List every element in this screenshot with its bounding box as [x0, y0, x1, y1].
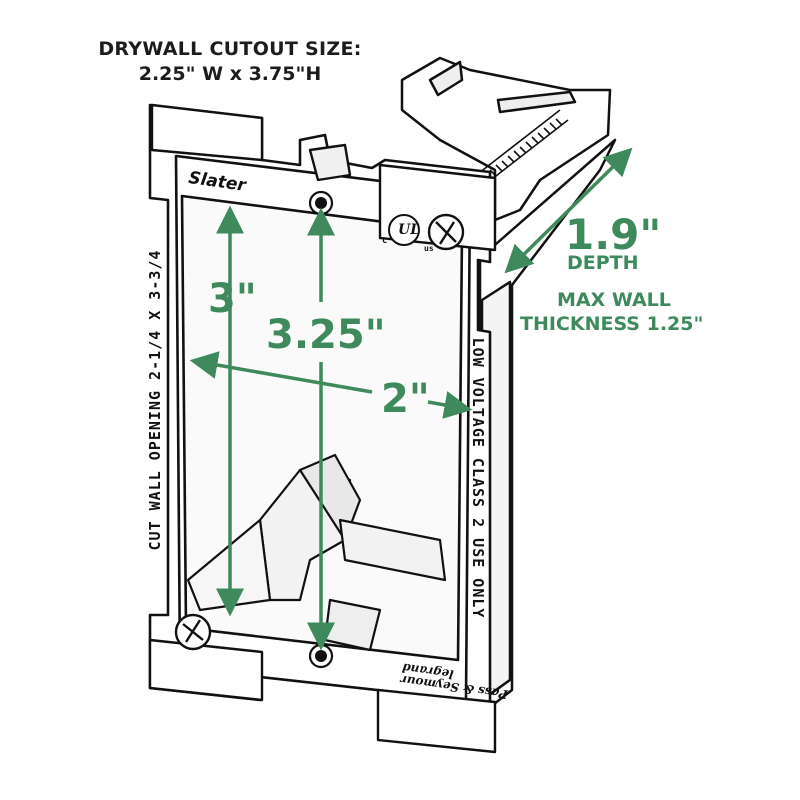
dimension-depth-label: DEPTH	[567, 252, 639, 274]
ul-listing-mark	[388, 214, 420, 246]
rear-latch-housing	[400, 56, 612, 222]
max-wall-label-line2: THICKNESS 1.25"	[520, 313, 704, 335]
dimension-arrows	[189, 147, 633, 651]
cut-wall-opening-label: CUT WALL OPENING 2-1/4 X 3-3/4	[146, 249, 164, 551]
swing-clips	[186, 453, 447, 652]
cutout-size-title: DRYWALL CUTOUT SIZE:	[98, 38, 362, 60]
mounting-screws	[174, 213, 465, 651]
low-voltage-label: LOW VOLTAGE CLASS 2 USE ONLY	[469, 337, 487, 619]
ul-us-text: us	[424, 244, 434, 253]
dimension-width-2: 2"	[381, 376, 430, 422]
width-2-arrow-left	[189, 351, 373, 394]
ul-mark-text: UL	[398, 222, 421, 238]
bottom-tabs	[148, 638, 497, 754]
depth-arrow	[504, 147, 633, 274]
dimension-height-325: 3.25"	[266, 312, 386, 358]
dimension-depth-value: 1.9"	[565, 210, 662, 259]
cutout-size-value: 2.25" W x 3.75"H	[138, 63, 322, 85]
width-2-arrow-right	[427, 391, 473, 419]
ul-c-text: c	[382, 236, 388, 246]
max-wall-label-line1: MAX WALL	[557, 289, 671, 311]
dimension-height-3: 3"	[208, 276, 257, 322]
